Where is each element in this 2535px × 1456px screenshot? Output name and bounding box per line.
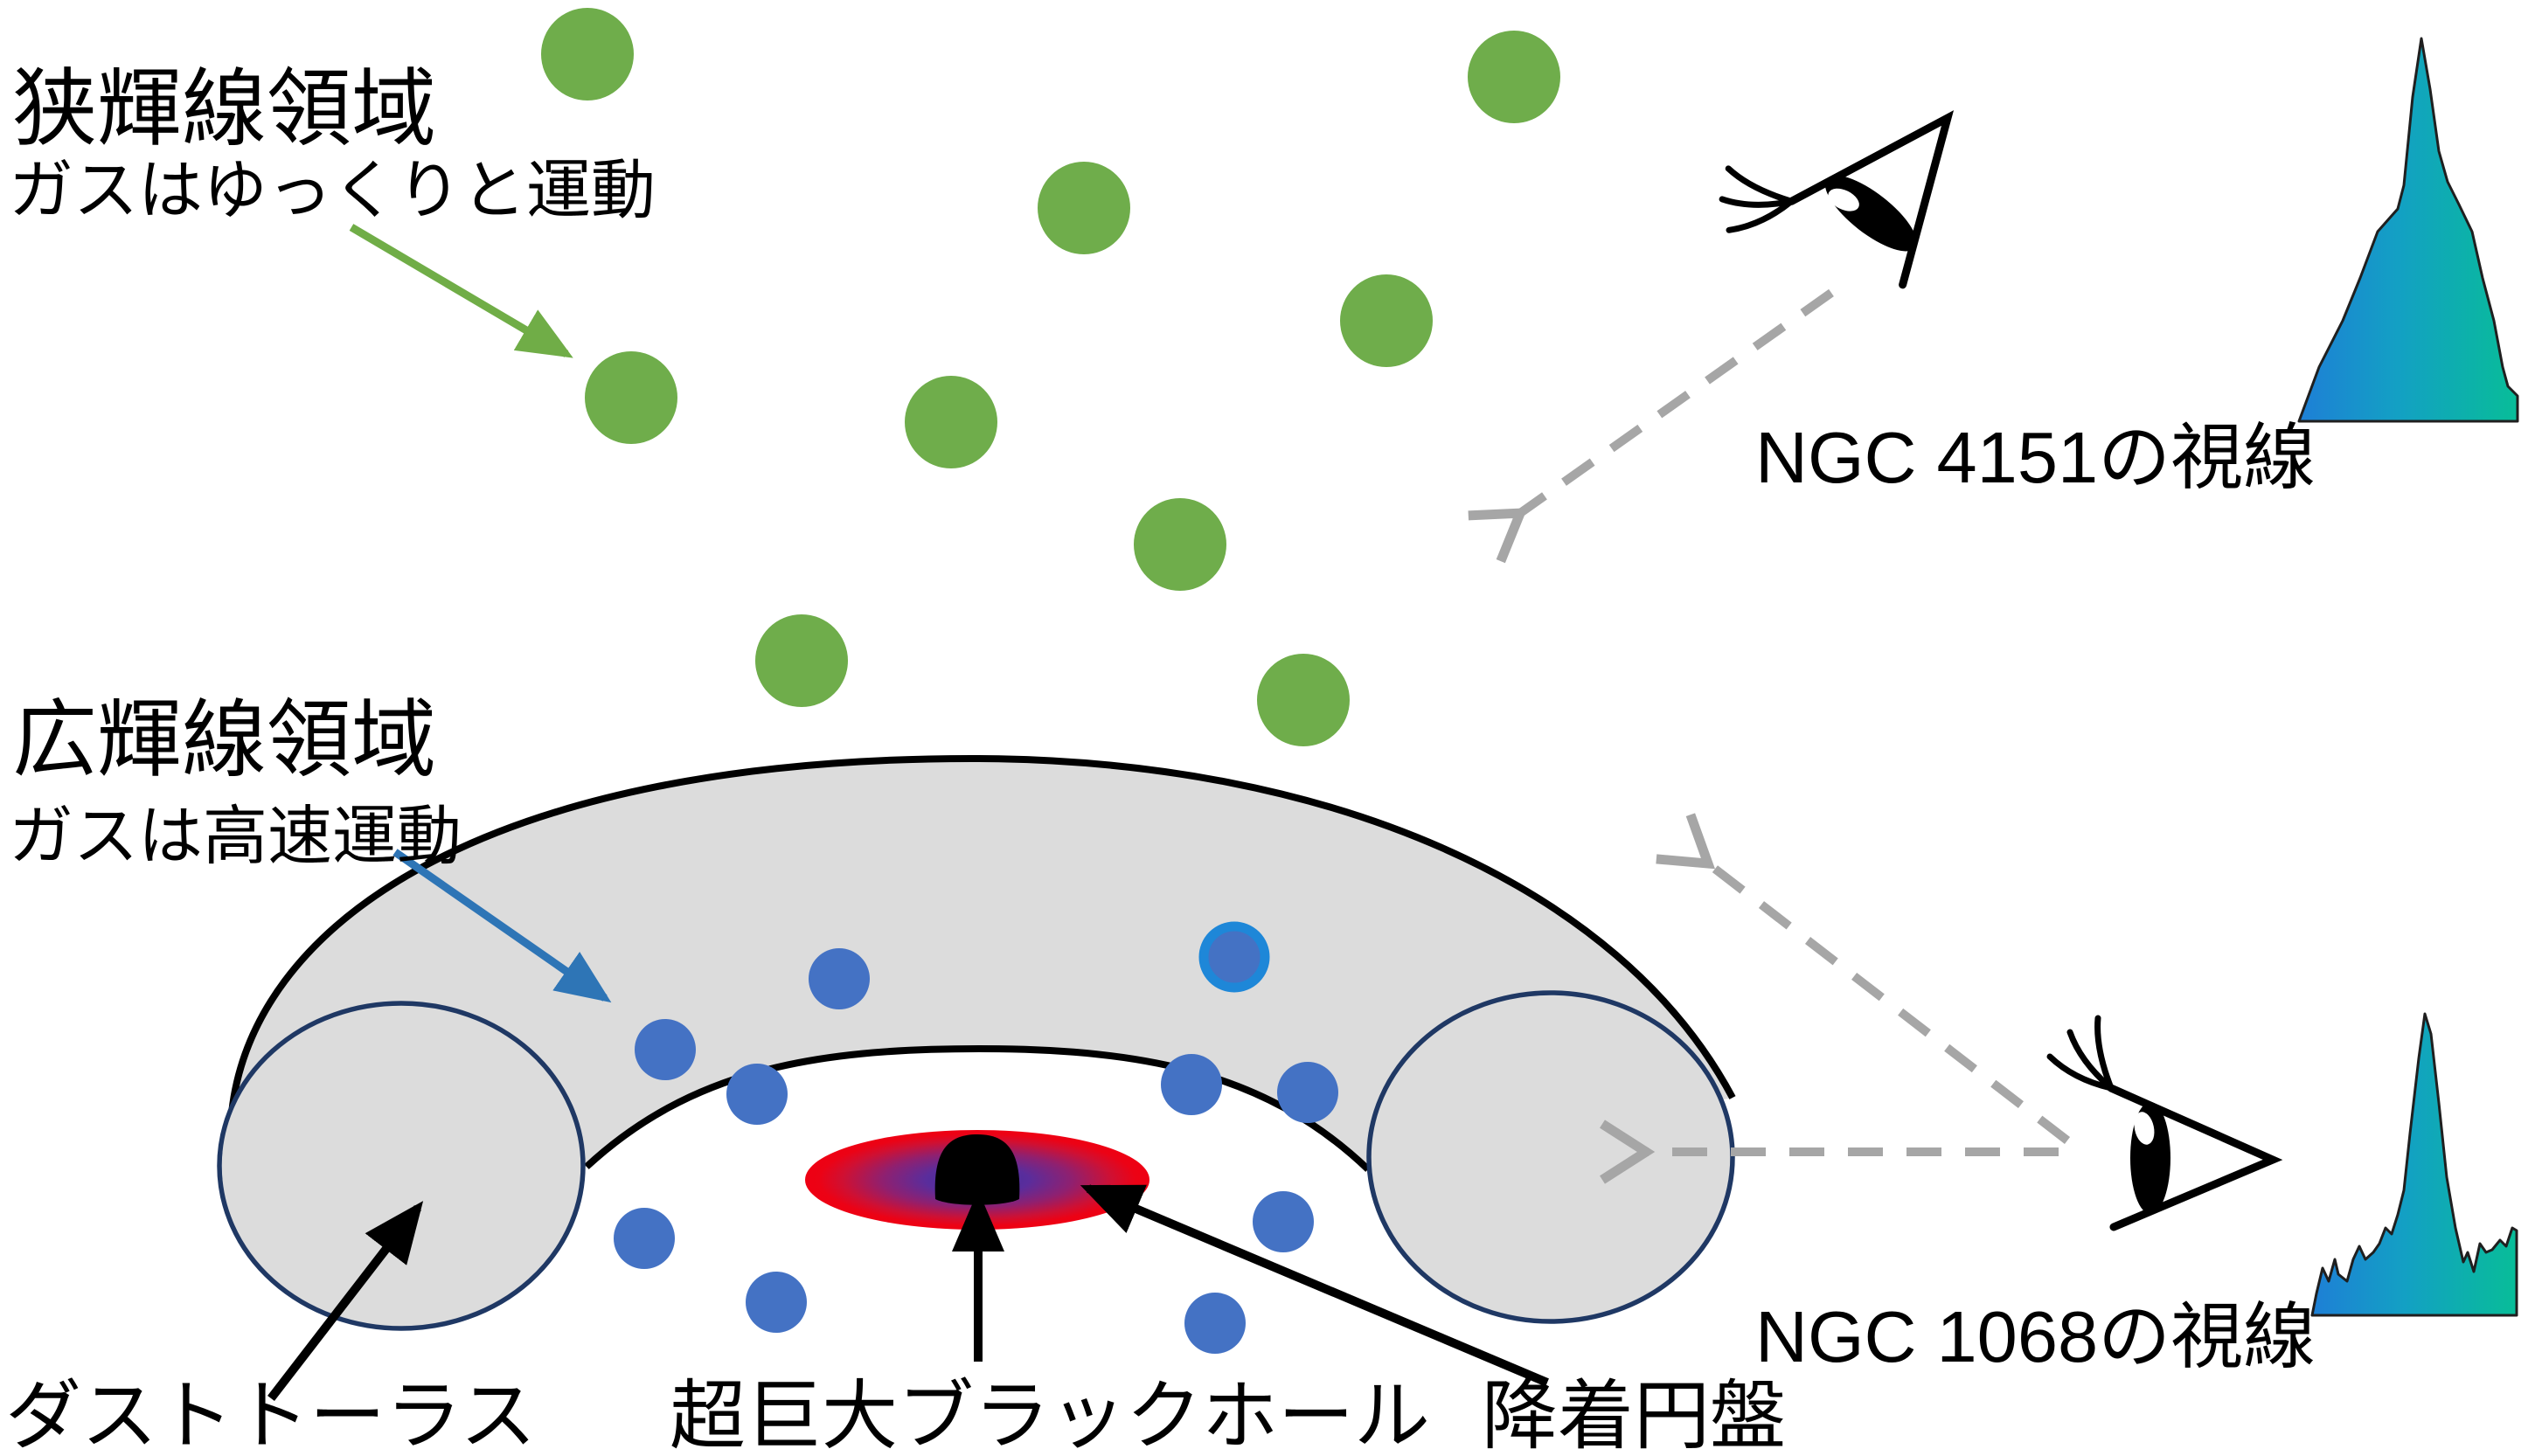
sightline-ngc4151-arrow bbox=[1468, 288, 1834, 564]
blr-pointer-arrow bbox=[392, 849, 612, 1003]
sightline-ngc4151-label: NGC 4151の視線 bbox=[1755, 417, 2316, 498]
broad-line-region-clouds bbox=[614, 921, 1338, 1354]
blr-gas-cloud-highlighted bbox=[1198, 921, 1270, 993]
torus-end-left bbox=[217, 1001, 586, 1331]
nlr-gas-cloud bbox=[541, 8, 634, 101]
blr-gas-cloud bbox=[614, 1208, 675, 1269]
nlr-gas-cloud bbox=[1468, 31, 1560, 123]
nlr-gas-cloud bbox=[1340, 274, 1433, 367]
nlr-gas-cloud bbox=[905, 376, 997, 468]
nlr-title-label: 狭輝線領域 bbox=[12, 61, 436, 156]
torus-inner-edge bbox=[584, 1044, 1371, 1172]
blr-gas-cloud bbox=[1277, 1062, 1338, 1123]
blr-gas-cloud bbox=[1161, 1054, 1222, 1115]
accretion-disk-pointer-arrow bbox=[1080, 1184, 1549, 1387]
blr-gas-cloud bbox=[1184, 1293, 1246, 1354]
accretion-disk-label: 降着円盤 bbox=[1482, 1374, 1786, 1456]
nlr-subtitle-label: ガスはゆっくりと運動 bbox=[9, 154, 656, 226]
nlr-gas-cloud bbox=[755, 614, 848, 707]
dust-torus-label: ダストトーラス bbox=[5, 1374, 536, 1456]
nlr-gas-cloud bbox=[1257, 654, 1350, 746]
nlr-pointer-arrow bbox=[349, 224, 573, 358]
blr-gas-cloud bbox=[1253, 1191, 1314, 1252]
blr-subtitle-label: ガスは高速運動 bbox=[9, 800, 462, 872]
nlr-gas-cloud bbox=[1038, 162, 1130, 254]
blr-gas-cloud bbox=[635, 1019, 696, 1080]
blr-gas-cloud bbox=[726, 1064, 788, 1125]
narrow-line-region-clouds bbox=[541, 8, 1560, 746]
dust-torus bbox=[217, 754, 1736, 1331]
torus-body bbox=[231, 758, 1733, 1169]
nlr-gas-cloud bbox=[585, 351, 677, 444]
blr-title-label: 広輝線領域 bbox=[12, 692, 436, 787]
eye-icon-ngc4151 bbox=[1698, 31, 2000, 335]
eye-icon-ngc1068 bbox=[2050, 1018, 2273, 1227]
nlr-gas-cloud bbox=[1134, 498, 1226, 591]
black-hole bbox=[934, 1134, 1020, 1205]
torus-end-right bbox=[1366, 990, 1735, 1324]
dust-torus-pointer-arrow bbox=[267, 1201, 424, 1402]
spectrum-ngc1068 bbox=[2310, 1012, 2518, 1317]
sightline-ngc1068-label: NGC 1068の視線 bbox=[1755, 1296, 2316, 1377]
blr-gas-cloud bbox=[809, 948, 870, 1009]
blr-gas-cloud bbox=[746, 1272, 807, 1333]
spectrum-ngc4151 bbox=[2297, 37, 2519, 423]
torus-outer-edge bbox=[227, 754, 1736, 1124]
black-hole-label: 超巨大ブラックホール bbox=[670, 1374, 1430, 1456]
sightline-ngc1068-upper-arrow bbox=[1656, 813, 2071, 1144]
